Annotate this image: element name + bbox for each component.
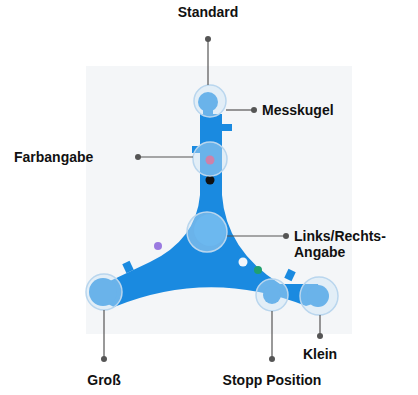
highlight-circle <box>193 142 227 176</box>
leader-line <box>319 315 320 334</box>
callout-label: Stopp Position <box>223 372 322 388</box>
leader-line <box>103 310 104 358</box>
callout-label: Klein <box>303 346 337 362</box>
leader-line <box>139 156 193 157</box>
color-dot <box>154 242 162 250</box>
leader-dot <box>101 356 107 362</box>
leader-line <box>227 235 284 236</box>
leader-dot <box>317 333 323 339</box>
callout-label: Groß <box>87 372 120 388</box>
color-dot <box>206 176 215 185</box>
callout-label: Farbangabe <box>14 149 93 165</box>
highlight-circle <box>194 85 226 117</box>
highlight-circles <box>86 85 338 315</box>
callout-label: Standard <box>178 4 239 20</box>
leader-line <box>207 40 208 85</box>
tab <box>284 269 295 281</box>
photo-ground <box>86 66 352 334</box>
callout-label: Messkugel <box>262 102 334 118</box>
highlight-circle <box>187 212 227 252</box>
leader-dots <box>101 36 323 362</box>
leader-dot <box>205 36 211 42</box>
highlight-circle <box>300 277 338 315</box>
tool-outline <box>100 114 322 307</box>
color-dot <box>254 266 262 274</box>
leader-lines <box>104 40 320 358</box>
tab <box>222 124 232 131</box>
highlight-circle <box>86 274 122 310</box>
leader-line <box>226 109 252 110</box>
color-dot <box>239 258 248 267</box>
leader-dot <box>135 154 141 160</box>
leader-dot <box>251 107 257 113</box>
leader-line <box>271 311 272 358</box>
leader-dot <box>269 356 275 362</box>
leader-dot <box>283 233 289 239</box>
tab <box>122 261 133 273</box>
highlight-circle <box>256 279 288 311</box>
tool-body <box>89 92 329 307</box>
callout-label: Links/Rechts- Angabe <box>294 228 398 260</box>
